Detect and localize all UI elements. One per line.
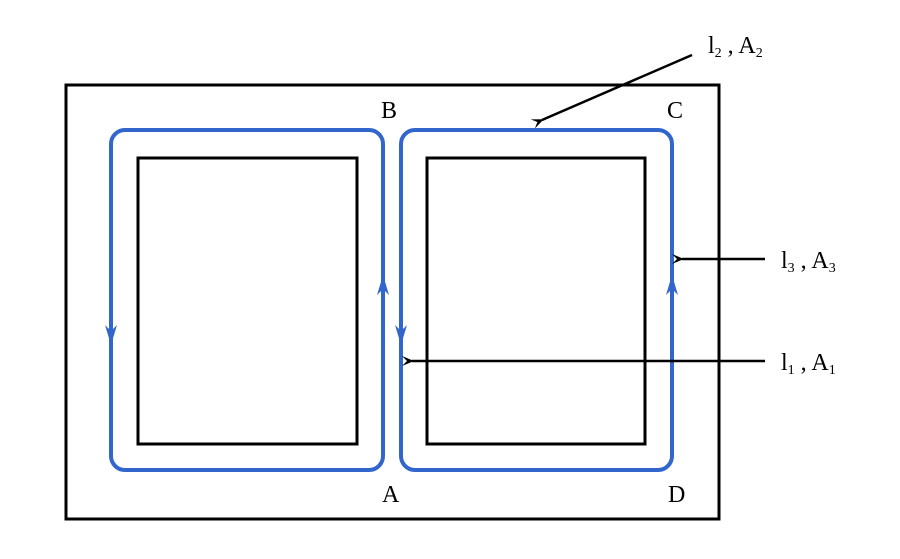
right-window <box>425 156 647 446</box>
corner-label-a: A <box>382 482 400 508</box>
flux-arrow-down-left <box>105 325 117 345</box>
corner-label-c: C <box>667 98 683 124</box>
flux-arrow-up-center-left <box>377 275 389 295</box>
outer-core <box>64 83 721 521</box>
callout-l2-a2: l2 , A2 <box>708 33 763 61</box>
callout-l1-a1: l1 , A1 <box>781 350 836 378</box>
right-flux-loop <box>399 128 674 472</box>
left-flux-loop <box>109 128 385 472</box>
callout-l3-a3: l3 , A3 <box>781 248 836 276</box>
corner-label-b: B <box>381 98 397 124</box>
left-window <box>136 156 359 446</box>
flux-arrow-up-right <box>666 275 678 295</box>
pointer-l2-arrow <box>530 53 693 129</box>
corner-label-d: D <box>668 482 685 508</box>
flux-arrow-down-center-right <box>395 325 407 345</box>
